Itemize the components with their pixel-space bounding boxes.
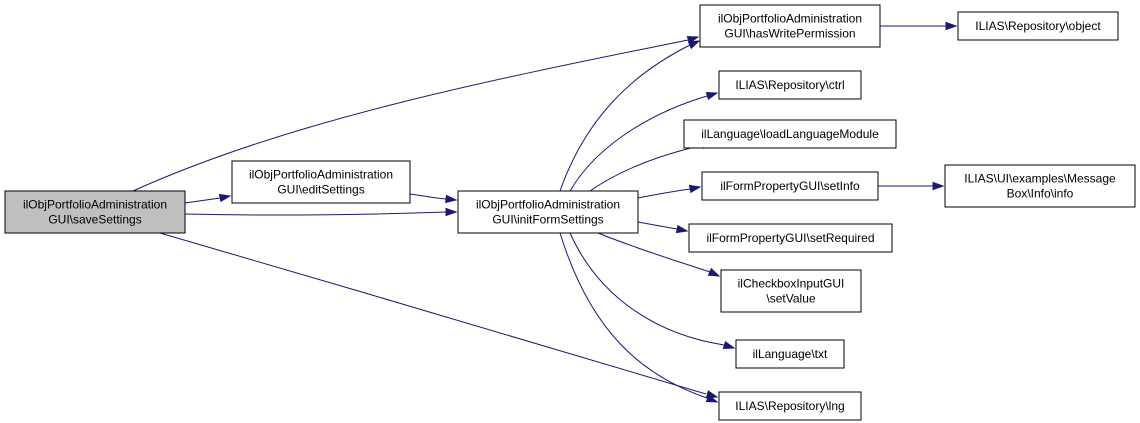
arrowhead [705, 91, 719, 101]
edge-line [184, 211, 447, 216]
node-box [699, 4, 881, 48]
edge-init-form-settings-to-set-required [637, 221, 689, 234]
node-label-line: ilObjPortfolioAdministration [249, 168, 393, 182]
node-label-line: \setValue [766, 292, 815, 306]
edge-line [132, 39, 689, 192]
node-label-line: GUI\saveSettings [48, 213, 141, 227]
edge-line [559, 232, 708, 399]
node-label-line: ILIAS\Repository\ctrl [735, 78, 844, 92]
node-box [688, 223, 893, 253]
node-label-line: ILIAS\Repository\lng [735, 399, 844, 413]
node-box [718, 391, 862, 421]
node-load-language-module[interactable]: ilLanguage\loadLanguageModule [683, 119, 897, 149]
edge-line [569, 232, 725, 346]
arrowhead [932, 181, 945, 191]
node-repository-lng[interactable]: ILIAS\Repository\lng [718, 391, 862, 421]
node-checkbox-set-value[interactable]: ilCheckboxInputGUI\setValue [720, 269, 862, 313]
node-box [957, 11, 1119, 41]
node-label-line: ilFormPropertyGUI\setRequired [706, 231, 874, 245]
node-label-line: GUI\editSettings [277, 183, 364, 197]
node-box [231, 160, 411, 204]
arrowhead [722, 340, 736, 350]
arrowhead [705, 394, 719, 403]
node-set-required[interactable]: ilFormPropertyGUI\setRequired [688, 223, 893, 253]
node-label-line: ilCheckboxInputGUI [738, 277, 845, 291]
node-label-line: ilObjPortfolioAdministration [718, 12, 862, 26]
node-label-line: ILIAS\UI\examples\Message [964, 172, 1116, 186]
node-repository-object[interactable]: ILIAS\Repository\object [957, 11, 1119, 41]
edge-save-settings-to-edit-settings [184, 193, 232, 204]
edge-init-form-settings-to-repository-lng [559, 232, 719, 403]
edge-line [597, 232, 711, 273]
node-label-line: ilFormPropertyGUI\setInfo [720, 179, 860, 193]
node-box [720, 269, 862, 313]
node-label-line: Box\Info\info [1007, 187, 1074, 201]
edge-init-form-settings-to-repository-ctrl [569, 91, 719, 192]
edge-save-settings-to-has-write-permission [132, 35, 700, 192]
node-label-line: GUI\hasWritePermission [724, 27, 855, 41]
edge-init-form-settings-to-has-write-permission [559, 40, 701, 192]
edge-edit-settings-to-init-form-settings [409, 193, 458, 204]
edge-init-form-settings-to-checkbox-set-value [597, 232, 721, 277]
arrowhead [445, 194, 458, 204]
node-layer: ilObjPortfolioAdministrationGUI\saveSett… [4, 4, 1136, 421]
edge-line [559, 44, 691, 192]
edge-has-write-permission-to-repository-object [880, 21, 958, 31]
node-repository-ctrl[interactable]: ILIAS\Repository\ctrl [718, 70, 862, 100]
edge-save-settings-to-repository-lng [159, 232, 719, 399]
arrowhead [675, 224, 689, 234]
edge-line [569, 95, 708, 192]
edge-line [589, 144, 704, 192]
node-label-line: ilLanguage\loadLanguageModule [701, 127, 879, 141]
node-init-form-settings[interactable]: ilObjPortfolioAdministrationGUI\initForm… [457, 190, 639, 234]
node-box [718, 70, 862, 100]
node-has-write-permission[interactable]: ilObjPortfolioAdministrationGUI\hasWrite… [699, 4, 881, 48]
edge-line [637, 221, 678, 230]
arrowhead [688, 184, 702, 194]
node-label-line: ilObjPortfolioAdministration [476, 198, 620, 212]
arrowhead [687, 40, 701, 50]
node-set-info[interactable]: ilFormPropertyGUI\setInfo [701, 171, 879, 201]
node-label-line: GUI\initFormSettings [492, 213, 603, 227]
node-box [735, 339, 845, 369]
edge-init-form-settings-to-load-language-module [589, 140, 715, 192]
node-box [457, 190, 639, 234]
node-label-line: ilObjPortfolioAdministration [23, 198, 167, 212]
edge-init-form-settings-to-set-info [637, 184, 702, 199]
edge-init-form-settings-to-language-txt [569, 232, 736, 350]
node-save-settings[interactable]: ilObjPortfolioAdministrationGUI\saveSett… [4, 190, 186, 234]
node-box [4, 190, 186, 234]
node-box [944, 164, 1136, 208]
edge-layer [132, 21, 958, 403]
edge-line [184, 197, 221, 204]
node-label-line: ilLanguage\txt [753, 347, 828, 361]
arrowhead [218, 193, 232, 203]
arrowhead [445, 207, 458, 217]
edge-save-settings-to-init-form-settings [184, 207, 458, 217]
arrowhead [707, 267, 721, 277]
node-edit-settings[interactable]: ilObjPortfolioAdministrationGUI\editSett… [231, 160, 411, 204]
node-language-txt[interactable]: ilLanguage\txt [735, 339, 845, 369]
edge-line [159, 232, 707, 395]
edge-line [409, 193, 447, 200]
node-label-line: ILIAS\Repository\object [975, 19, 1101, 33]
edge-set-info-to-message-box-info [878, 181, 945, 191]
node-box [701, 171, 879, 201]
arrowhead [945, 21, 958, 31]
edge-line [637, 188, 691, 199]
node-box [683, 119, 897, 149]
